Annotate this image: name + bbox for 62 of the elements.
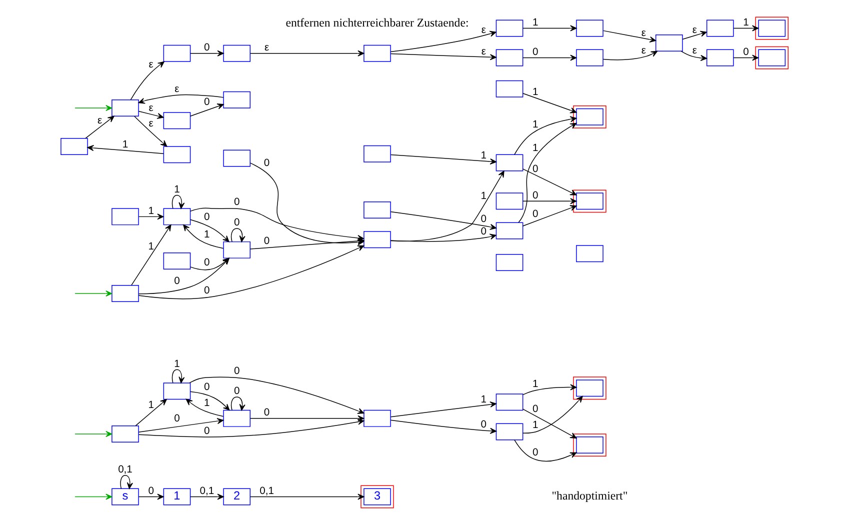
edge-label: 0 xyxy=(204,426,210,438)
edge-label: 1 xyxy=(532,17,538,28)
edge-label: 0,1 xyxy=(118,464,132,476)
edge-label: 0 xyxy=(532,190,538,202)
edge-label: ε xyxy=(480,46,486,58)
edge-label: 1 xyxy=(532,119,538,130)
edge-label: 0 xyxy=(204,212,210,223)
edge-label: ε xyxy=(148,103,153,114)
edge-label: ε xyxy=(96,116,102,127)
edge-label: 0 xyxy=(204,97,210,108)
edge-label: 0 xyxy=(263,408,270,419)
edge-label: 0 xyxy=(174,276,180,288)
edge-label: 1 xyxy=(122,139,128,150)
edge-label: 0 xyxy=(263,158,270,169)
edge-label: 1 xyxy=(532,86,538,98)
edge-label: ε xyxy=(640,46,646,57)
edge-label: ε xyxy=(692,46,696,57)
edge-label: 0 xyxy=(532,164,538,175)
edge-label: 0 xyxy=(233,197,240,208)
edge-label: 0 xyxy=(532,208,538,220)
edge-label: 0 xyxy=(480,419,486,430)
edge-label: 0 xyxy=(204,258,210,269)
edge-label: 0 xyxy=(174,414,180,425)
edge-label: 0,1 xyxy=(199,486,214,497)
label: "handoptimiert" xyxy=(551,488,628,503)
edge-label: ε xyxy=(148,118,153,130)
edge-label: 1 xyxy=(204,230,210,241)
edge-label: 1 xyxy=(148,241,154,252)
edge-label: 1 xyxy=(532,143,538,154)
edge-label: ε xyxy=(480,24,486,36)
edge-label: 1 xyxy=(174,184,180,196)
edge-label: 0 xyxy=(480,226,486,238)
edge-label: 0 xyxy=(263,236,270,248)
edge-label: 1 xyxy=(480,191,486,202)
edge-label: ε xyxy=(692,24,696,36)
edge-label: ε xyxy=(640,28,646,39)
edge-label: ε xyxy=(174,84,179,95)
edge-label: 0 xyxy=(148,486,154,497)
edge-label: 0 xyxy=(204,42,210,54)
edge-label: 1 xyxy=(480,150,486,162)
edge-label: 0 xyxy=(532,448,538,459)
edge-label: 1 xyxy=(174,358,180,370)
edge-label: 0 xyxy=(204,382,210,393)
edge-label: 1 xyxy=(204,398,210,410)
edge-label: 1 xyxy=(480,394,486,406)
edge-label: 0 xyxy=(233,366,240,378)
edge-label: 1 xyxy=(532,378,538,390)
edge-label: 1 xyxy=(742,17,748,28)
edge-label: 0 xyxy=(480,214,486,226)
edge-label: 1 xyxy=(148,400,154,412)
edge-label: 0 xyxy=(532,404,538,415)
edge-label: 0 xyxy=(233,386,240,398)
edge-label: 0,1 xyxy=(259,486,274,497)
edge-label: 0 xyxy=(532,46,538,58)
edge-label: 0 xyxy=(233,218,240,229)
edge-label: 0 xyxy=(742,46,748,58)
edge-label: 1 xyxy=(148,206,154,217)
edge-label: ε xyxy=(264,42,269,54)
edge-label: 0 xyxy=(204,286,210,297)
edge-label: 1 xyxy=(532,420,538,432)
edge-label: ε xyxy=(148,60,153,71)
label: entfernen nichterreichbarer Zustaende: xyxy=(285,16,468,30)
